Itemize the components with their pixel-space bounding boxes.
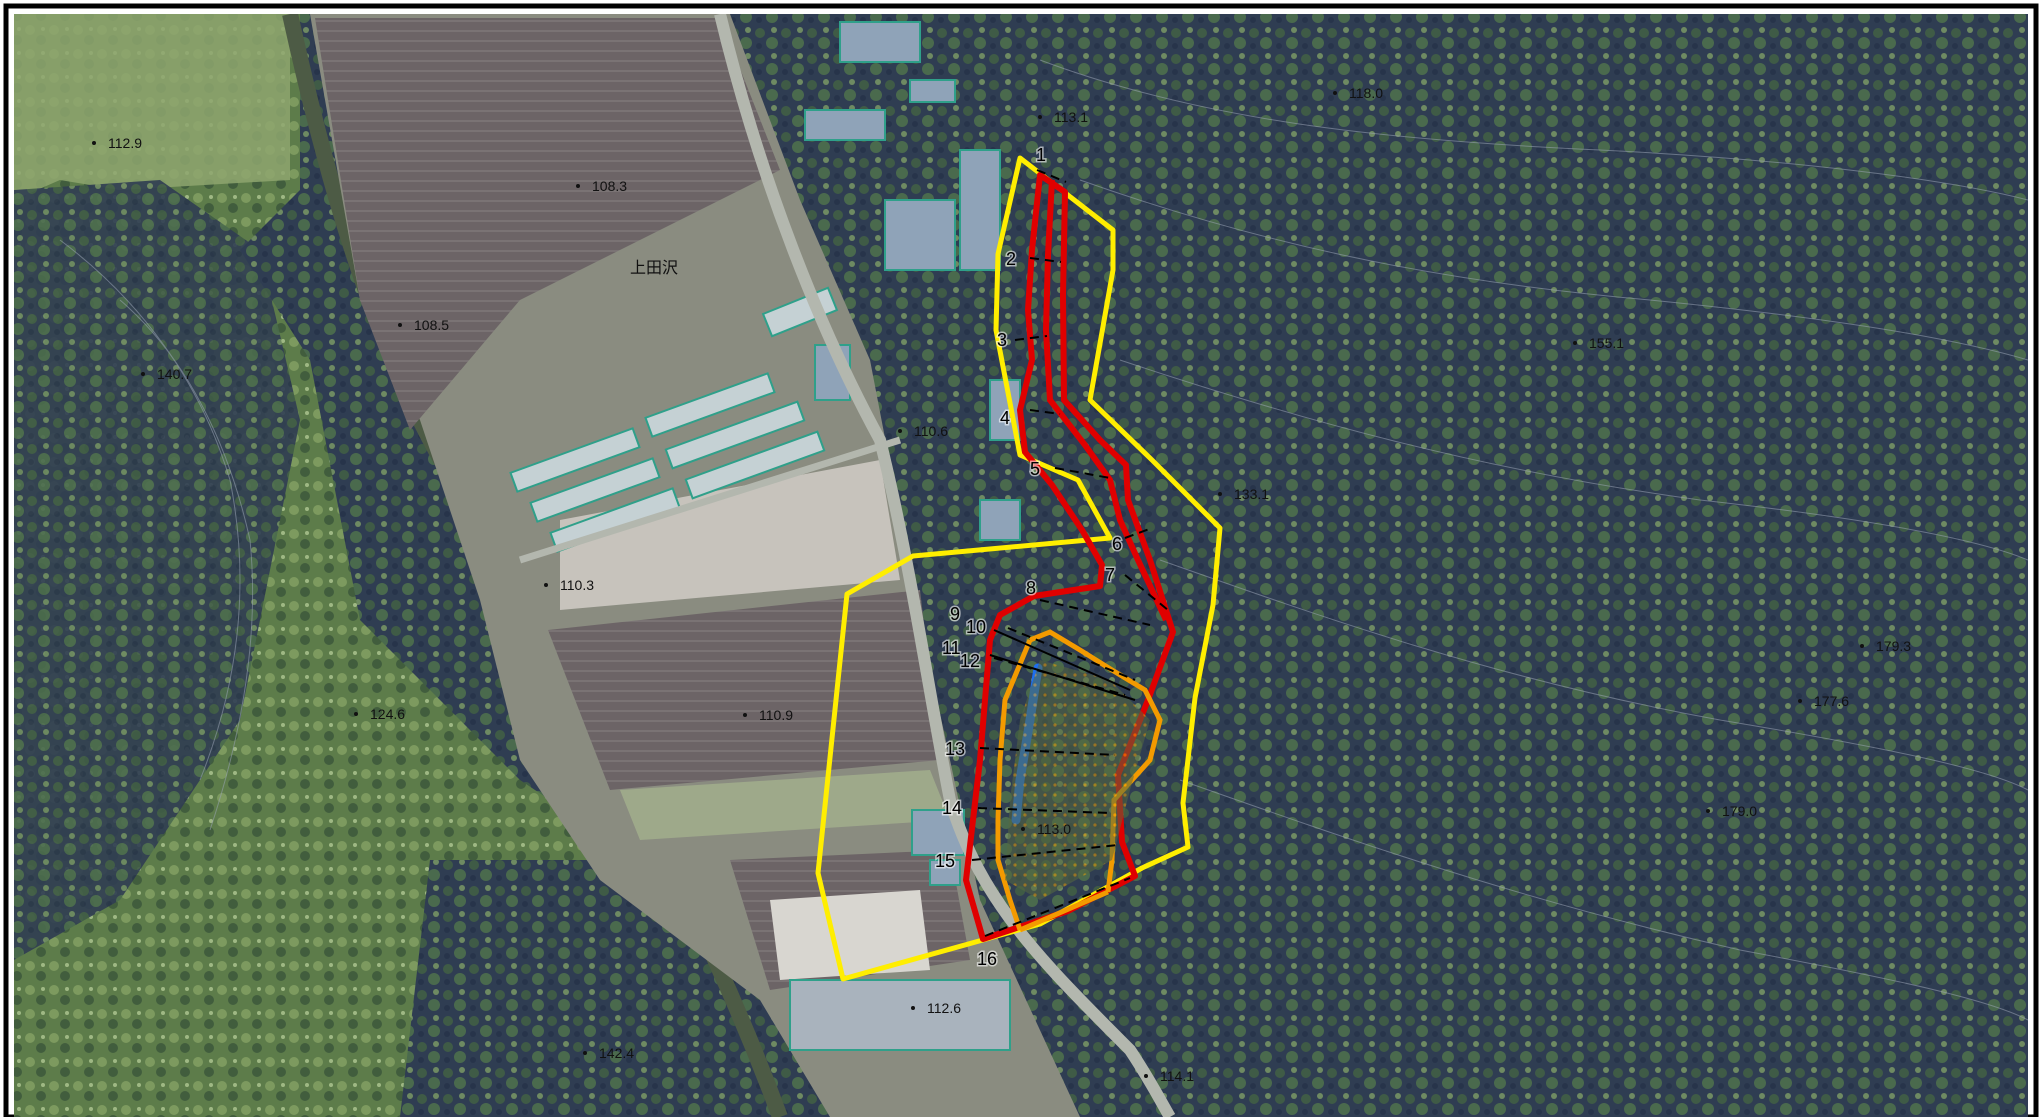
elevation-label: 124.6: [370, 706, 405, 722]
elevation-label: 118.0: [1349, 85, 1383, 101]
section-number-16: 16: [977, 949, 997, 969]
elevation-point-dot: [92, 141, 96, 145]
elevation-point-dot: [1333, 91, 1337, 95]
elevation-label: 110.3: [560, 577, 594, 593]
place-name: 上田沢: [630, 259, 678, 277]
solid-section-lines: [989, 629, 1136, 701]
elevation-label: 112.9: [108, 135, 142, 151]
elevation-point-dot: [576, 184, 580, 188]
section-number-8: 8: [1026, 578, 1036, 598]
section-number-halo: 5: [1030, 459, 1040, 479]
contour-lines: [59, 59, 2028, 1021]
section-number-halo: 13: [945, 739, 965, 759]
elevation-label: 113.1: [1054, 109, 1088, 125]
aerial-photo: [14, 14, 2028, 1117]
elevation-label: 155.1: [1589, 335, 1624, 351]
elevation-point-dot: [1860, 644, 1864, 648]
elevation-point-dot: [1144, 1074, 1148, 1078]
elevation-label: 177.6: [1814, 693, 1849, 709]
elevation-point-dot: [1798, 699, 1802, 703]
elevation-label: 133.1: [1234, 486, 1269, 502]
elevation-point-dot: [583, 1051, 587, 1055]
section-number-halo: 2: [1006, 249, 1016, 269]
field-bare: [770, 890, 930, 980]
section-number-halo: 9: [950, 604, 960, 624]
frame-border: [3, 3, 2039, 1117]
red-inner-line: [1042, 179, 1169, 622]
elevation-labels: 112.9 108.3 108.5 140.7 113.1 118.0 155.1 110.6…: [92, 85, 1911, 1084]
field-pale: [560, 460, 900, 610]
section-number-7: 7: [1105, 565, 1115, 585]
section-number-2: 2: [1006, 249, 1016, 269]
elevation-point-dot: [911, 1006, 915, 1010]
elevation-label: 179.3: [1876, 638, 1911, 654]
section-number-15: 15: [935, 851, 955, 871]
field-grass: [620, 770, 950, 840]
elevation-label: 108.5: [414, 317, 449, 333]
elevation-point-dot: [1038, 115, 1042, 119]
section-number-halo: 14: [942, 798, 962, 818]
side-road: [518, 436, 902, 564]
section-lines: [971, 169, 1169, 937]
elevation-point-dot: [141, 372, 145, 376]
elevation-label: 114.1: [1160, 1068, 1194, 1084]
section-number-10: 10: [966, 617, 986, 637]
meadow-nw: [14, 14, 290, 200]
elevation-point-dot: [398, 323, 402, 327]
section-number-9: 9: [950, 604, 960, 624]
elevation-label: 140.7: [157, 366, 192, 382]
paddy-north: [315, 18, 780, 430]
section-number-11: 11: [942, 638, 961, 658]
elevation-label: 112.6: [927, 1000, 961, 1016]
section-number-halo: 6: [1112, 534, 1122, 554]
forest-west: [14, 180, 300, 960]
place-labels: 上田沢: [630, 259, 678, 277]
section-number-labels: 1122334455667788991010111112121313141415…: [934, 144, 1124, 971]
section-number-halo: 3: [997, 330, 1007, 350]
elevation-label: 113.0: [1037, 821, 1071, 837]
section-number-halo: 7: [1105, 565, 1115, 585]
elevation-label: 179.0: [1722, 803, 1757, 819]
elevation-point-dot: [1706, 809, 1710, 813]
elevation-label: 108.3: [592, 178, 627, 194]
section-number-halo: 4: [1000, 408, 1010, 428]
elevation-point-dot: [743, 713, 747, 717]
section-number-halo: 8: [1026, 578, 1036, 598]
section-number-1: 1: [1036, 145, 1046, 165]
section-number-5: 5: [1030, 459, 1040, 479]
main-road: [714, 14, 1176, 1117]
red-boundary: [963, 172, 1176, 942]
elevation-point-dot: [1218, 492, 1222, 496]
elevation-point-dot: [354, 712, 358, 716]
section-number-3: 3: [997, 330, 1007, 350]
greenhouses: [509, 286, 1011, 1051]
section-number-halo: 16: [977, 949, 997, 969]
section-number-4: 4: [1000, 408, 1010, 428]
section-number-13: 13: [945, 739, 965, 759]
elevation-label: 110.9: [759, 707, 793, 723]
section-number-12: 12: [960, 651, 980, 671]
section-number-halo: 15: [935, 851, 955, 871]
section-number-halo: 10: [966, 617, 986, 637]
section-number-halo: 11: [942, 638, 961, 658]
elevation-point-dot: [1021, 827, 1025, 831]
section-number-halo: 1: [1036, 145, 1046, 165]
orchard-zone: [1005, 660, 1150, 900]
study-area-overlays: [815, 155, 1223, 982]
elevation-point-dot: [1573, 341, 1577, 345]
section-number-6: 6: [1112, 534, 1122, 554]
elevation-point-dot: [898, 429, 902, 433]
section-number-14: 14: [942, 798, 962, 818]
elevation-label: 110.6: [914, 423, 948, 439]
section-number-halo: 12: [960, 651, 980, 671]
elevation-point-dot: [544, 583, 548, 587]
elevation-label: 142.4: [599, 1045, 634, 1061]
